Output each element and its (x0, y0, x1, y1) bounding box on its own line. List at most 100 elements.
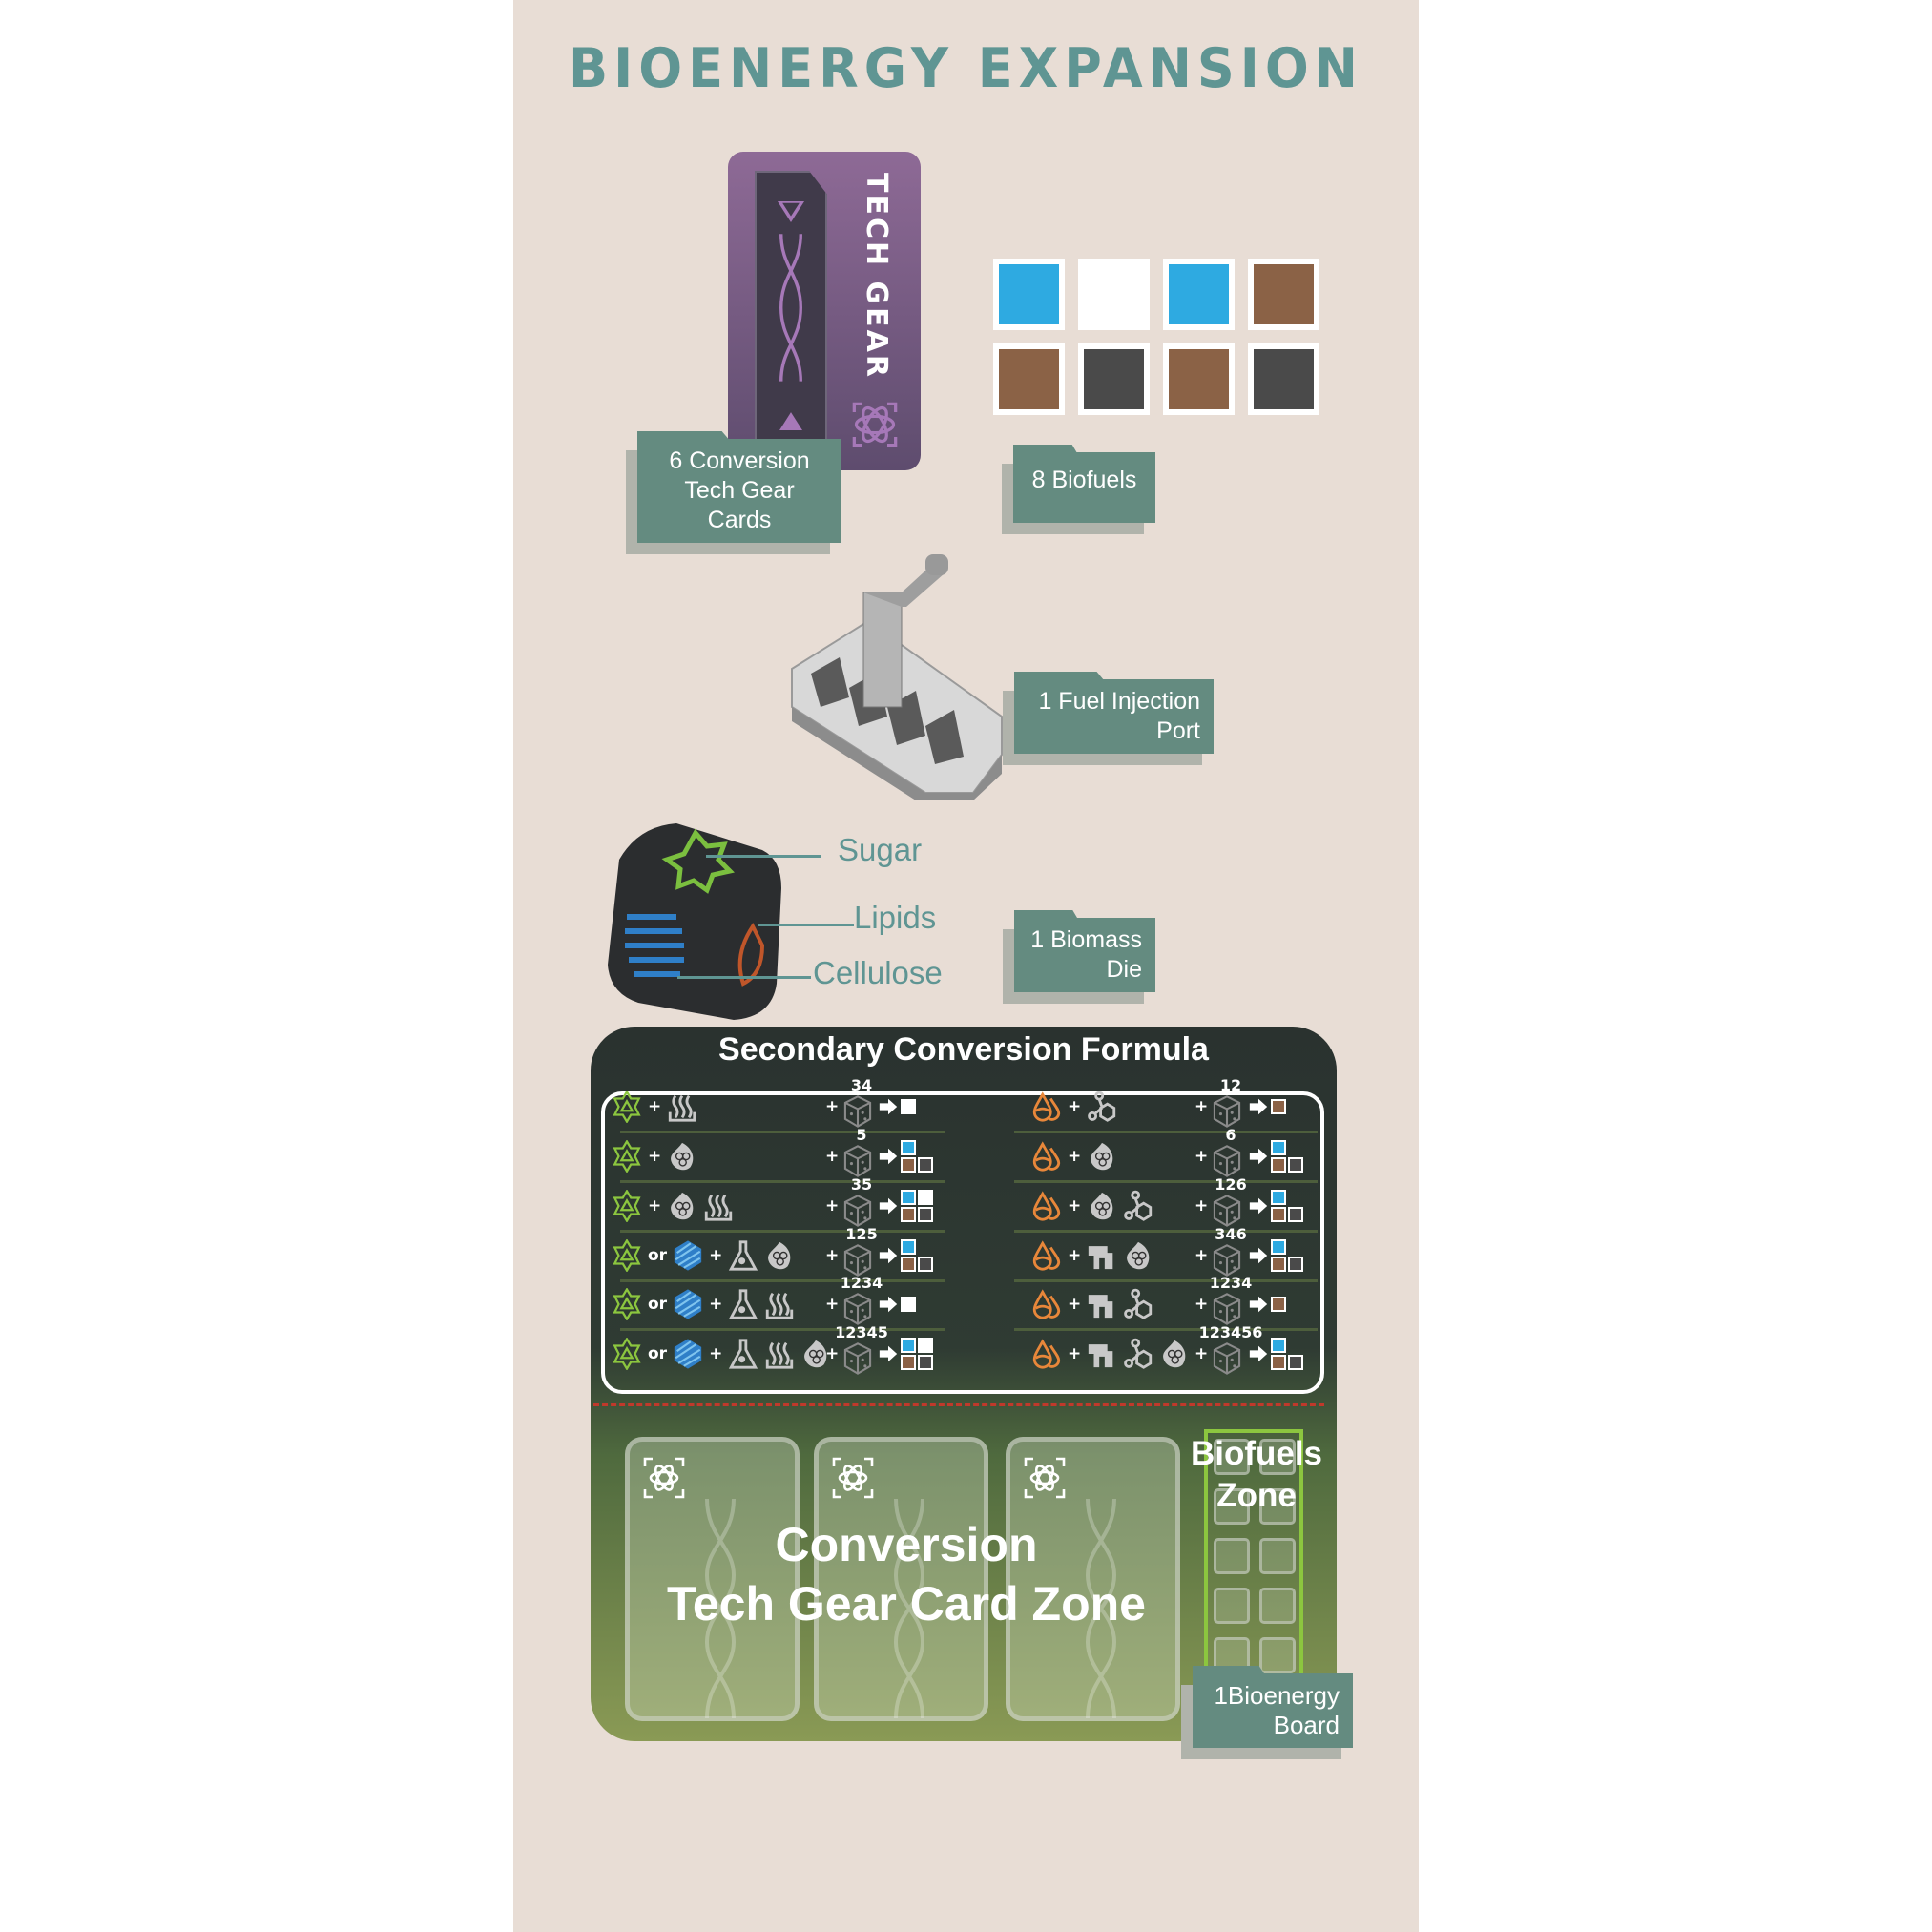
row-divider (620, 1328, 945, 1331)
biofuel-dark (918, 1207, 933, 1222)
biofuel-slot[interactable] (1214, 1538, 1250, 1574)
biofuel-blue (901, 1190, 916, 1205)
die-icon (843, 1342, 872, 1375)
biofuel-slot[interactable] (1214, 1588, 1250, 1624)
dice-values: 125 (845, 1225, 878, 1243)
page-title: BIOENERGY EXPANSION (569, 36, 1363, 100)
biofuel-brown (1271, 1207, 1286, 1222)
oil-icon (1032, 1289, 1061, 1319)
formula-output (900, 1189, 934, 1223)
arrow-icon-wrap (876, 1096, 901, 1121)
formula-output (900, 1337, 934, 1371)
biofuel-token-brown (1163, 343, 1235, 415)
biofuel-white (918, 1338, 933, 1353)
fuel-injection-port-label: 1 Fuel Injection Port (1014, 679, 1214, 754)
biofuel-token-dark (1248, 343, 1319, 415)
die-icon (843, 1195, 872, 1227)
dna-icon (893, 1499, 925, 1718)
label-line: 6 Conversion (669, 447, 810, 474)
arrow-icon-wrap (876, 1146, 901, 1171)
card-inner-panel (755, 171, 827, 467)
lipid-icon (1091, 1192, 1113, 1220)
label-line: Board (1273, 1711, 1340, 1739)
machine-icon (1089, 1344, 1113, 1368)
zone-line: Tech Gear Card Zone (667, 1577, 1146, 1631)
biofuel-token-dark (1078, 343, 1150, 415)
dice-requirement: 34 (838, 1076, 876, 1132)
card-slot[interactable] (1006, 1437, 1180, 1721)
sugar-icon (613, 1288, 641, 1320)
plus-sign: + (825, 1246, 840, 1265)
die-icon (843, 1095, 872, 1128)
biofuel-slot[interactable] (1259, 1538, 1296, 1574)
biofuel-slot[interactable] (1259, 1439, 1296, 1475)
lipid-icon (671, 1192, 694, 1220)
biofuel-dark (1288, 1257, 1303, 1272)
card-slot[interactable] (625, 1437, 800, 1721)
die-icon (1213, 1244, 1241, 1277)
card-slot[interactable] (814, 1437, 988, 1721)
arrow-right-icon (879, 1345, 898, 1362)
biofuel-white (918, 1190, 933, 1205)
row-divider (620, 1180, 945, 1183)
row-divider (1014, 1279, 1318, 1282)
cut-line-divider (593, 1403, 1324, 1406)
or-text: or (648, 1246, 668, 1265)
biomass-die-label: 1 Biomass Die (1014, 918, 1155, 992)
biofuel-brown (901, 1355, 916, 1370)
lipid-icon (671, 1142, 694, 1171)
die-icon (1213, 1095, 1241, 1128)
formula-row-right: ++346 (1028, 1225, 1318, 1280)
dice-requirement: 1234 (838, 1274, 883, 1329)
cellulose-face-label: Cellulose (813, 955, 943, 990)
dice-requirement: 125 (838, 1225, 878, 1280)
label-line: Port (1156, 717, 1200, 744)
biofuels-zone-title: Biofuels Zone (1175, 1433, 1338, 1517)
arrow-icon-wrap (876, 1294, 901, 1319)
biofuel-slot[interactable] (1214, 1439, 1250, 1475)
arrow-right-icon (1249, 1345, 1268, 1362)
biofuel-token-white (1078, 259, 1150, 330)
bioenergy-board (591, 1027, 1337, 1741)
heat-icon (669, 1094, 696, 1122)
card-title: TECH GEAR (860, 173, 893, 380)
bioenergy-board-label: 1Bioenergy Board (1193, 1673, 1353, 1748)
formula-row-right: ++1234 (1028, 1274, 1318, 1329)
formula-output (900, 1139, 934, 1174)
formula-row-left: or++125 (609, 1225, 947, 1280)
formula-inputs: + (609, 1190, 737, 1222)
biofuel-token-blue (993, 259, 1065, 330)
biofuel-slot[interactable] (1259, 1637, 1296, 1673)
formula-output (1270, 1337, 1304, 1371)
row-divider (1014, 1131, 1318, 1133)
formula-row-right: ++123456 (1028, 1323, 1318, 1379)
fuel-injection-port-image (791, 554, 1003, 800)
biofuel-slot[interactable] (1214, 1488, 1250, 1525)
oil-icon (1032, 1141, 1061, 1172)
biofuel-slot[interactable] (1259, 1588, 1296, 1624)
die-icon (843, 1244, 872, 1277)
arrow-icon-wrap (876, 1245, 901, 1270)
plus-sign: + (709, 1295, 723, 1314)
plus-sign: + (1068, 1246, 1082, 1265)
machine-icon (1089, 1246, 1113, 1270)
dice-values: 5 (856, 1126, 867, 1144)
formula-inputs: + (1028, 1091, 1120, 1123)
lipid-icon (1091, 1142, 1113, 1171)
arrow-right-icon (1249, 1296, 1268, 1313)
formula-inputs: + (1028, 1190, 1156, 1222)
formula-inputs: or+ (609, 1288, 798, 1320)
formula-row-left: ++34 (609, 1076, 947, 1132)
dice-values: 6 (1225, 1126, 1236, 1144)
biofuel-slot[interactable] (1259, 1488, 1296, 1525)
biofuel-brown (1271, 1355, 1286, 1370)
lipid-icon (1163, 1340, 1186, 1368)
formula-title: Secondary Conversion Formula (718, 1031, 1209, 1068)
die-icon (843, 1293, 872, 1325)
die-icon (1213, 1293, 1241, 1325)
dice-requirement: 12345 (835, 1323, 888, 1379)
atom-icon (643, 1457, 685, 1499)
biomass-die-image (608, 823, 781, 1020)
dice-values: 1234 (1209, 1274, 1253, 1292)
dice-values: 126 (1215, 1175, 1247, 1194)
